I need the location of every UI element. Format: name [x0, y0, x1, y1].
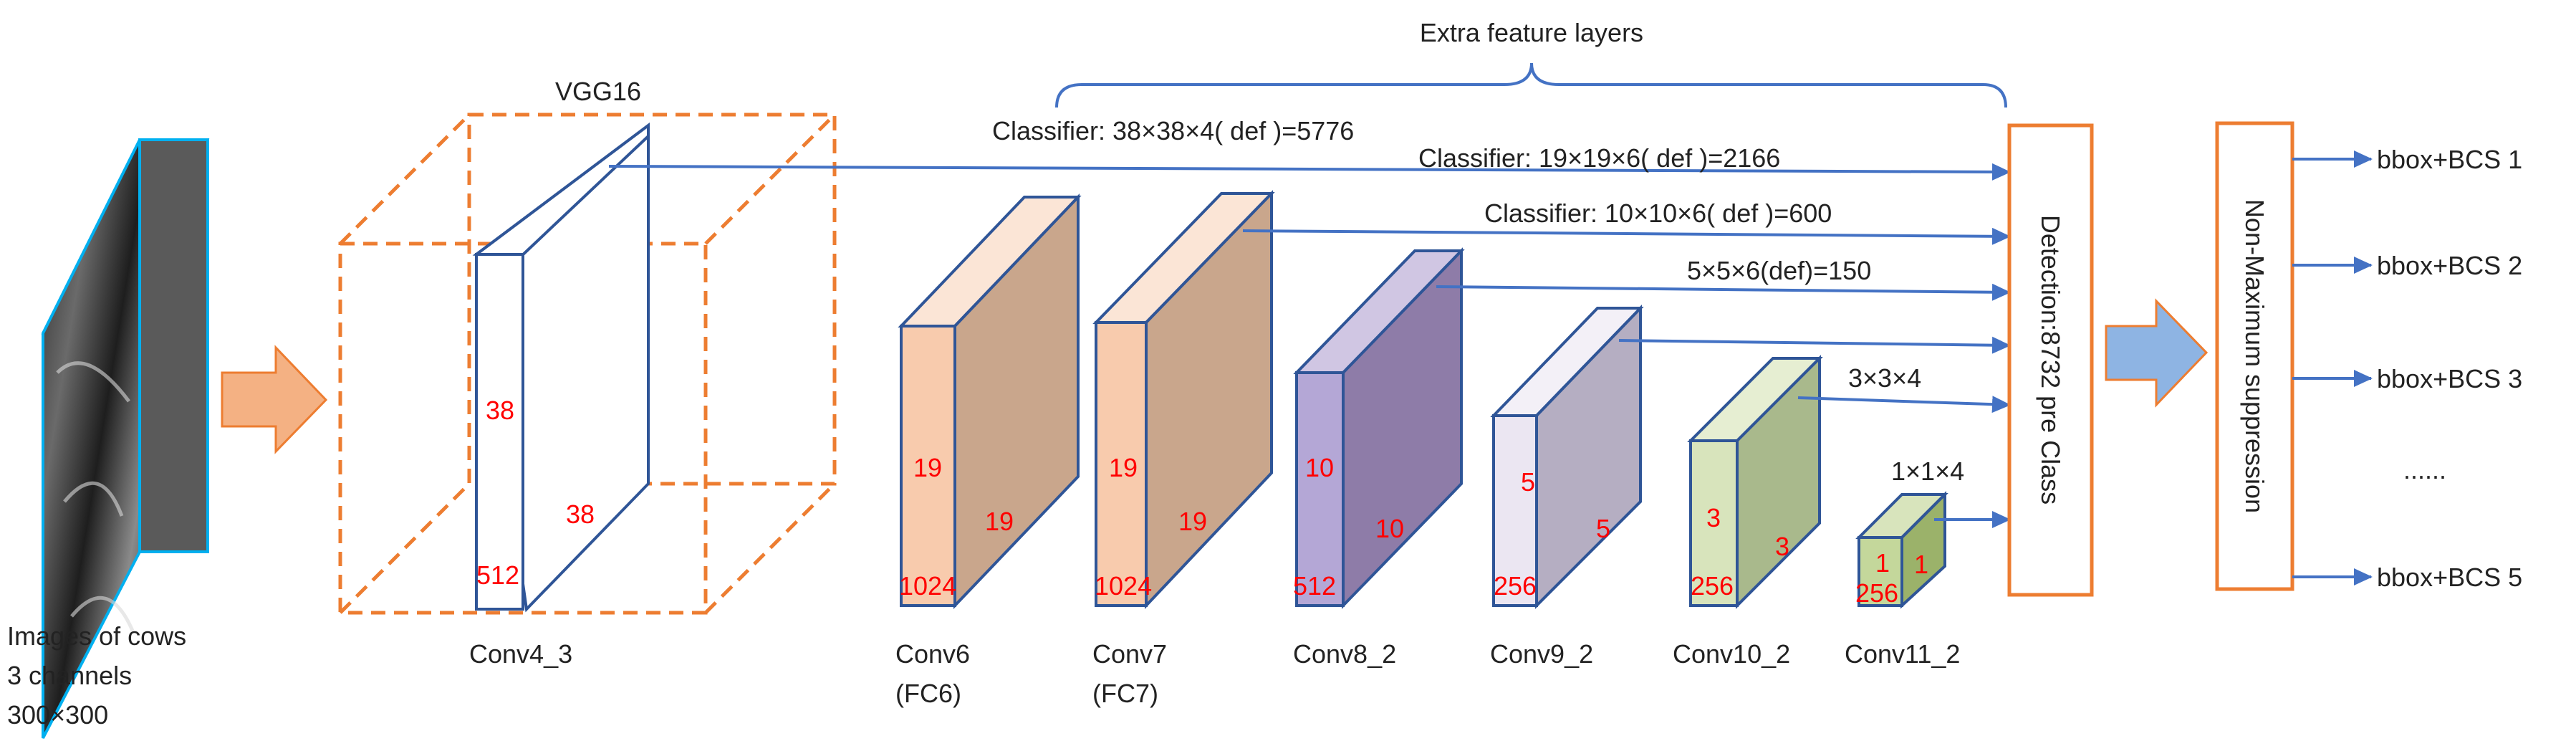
conv11-2-height: 1: [1875, 548, 1890, 578]
classifier-label-conv4-3: Classifier: 38×38×4( def )=5776: [992, 116, 1354, 145]
conv11-2-label: Conv11_2: [1845, 639, 1960, 669]
classifier-label-conv8-2: Classifier: 10×10×6( def )=600: [1484, 199, 1832, 228]
detection-box: [2007, 123, 2094, 597]
conv9-2-height: 5: [1521, 467, 1535, 497]
conv7-label: Conv7: [1092, 639, 1167, 669]
conv9-2-label: Conv9_2: [1490, 639, 1593, 669]
output-label-3: bbox+BCS 3: [2377, 364, 2522, 393]
classifier-arrow-conv7: [1242, 227, 2011, 245]
conv10-2-label: Conv10_2: [1673, 639, 1790, 669]
classifier-label-conv9-2: 5×5×6(def)=150: [1687, 256, 1871, 285]
conv11-2-width: 1: [1914, 550, 1928, 579]
conv10-2-width: 3: [1775, 532, 1789, 561]
conv4-3-block: [472, 123, 650, 613]
input-image-stack: [41, 138, 210, 739]
conv9-2-block: [1490, 305, 1644, 609]
classifier-arrow-conv10-2: [1797, 396, 2011, 413]
conv11-2-block: [1855, 491, 1948, 609]
conv8-2-block: [1293, 247, 1465, 609]
classifier-arrow-conv8-2: [1436, 283, 2011, 301]
vgg16-dashed-cube: [338, 113, 837, 615]
conv10-2-height: 3: [1706, 503, 1721, 532]
conv8-2-width: 10: [1375, 514, 1404, 543]
conv8-2-label: Conv8_2: [1293, 639, 1396, 669]
input-caption-line3: 300×300: [7, 700, 108, 730]
output-label-2: bbox+BCS 2: [2377, 251, 2522, 280]
nms-box: [2215, 121, 2294, 591]
input-caption-line1: Images of cows: [7, 621, 186, 651]
conv4-3-depth: 512: [476, 560, 519, 590]
conv6-sublabel: (FC6): [895, 679, 961, 708]
classifier-label-conv7: Classifier: 19×19×6( def )=2166: [1418, 143, 1780, 173]
conv6-width: 19: [985, 507, 1014, 536]
conv7-width: 19: [1178, 507, 1207, 536]
conv8-2-height: 10: [1305, 453, 1334, 482]
detection-label: Detection:8732 pre Class: [2036, 215, 2065, 505]
classifier-label-conv11-2: 1×1×4: [1891, 456, 1964, 486]
conv6-block: [898, 193, 1082, 609]
classifier-arrow-conv9-2: [1618, 336, 2011, 354]
input-image-texture: [56, 361, 135, 632]
conv6-depth: 1024: [899, 571, 956, 601]
vgg16-label: VGG16: [555, 77, 641, 106]
conv9-2-depth: 256: [1494, 571, 1537, 601]
conv7-block: [1092, 190, 1275, 610]
conv6-height: 19: [913, 453, 942, 482]
input-image-side: [138, 138, 209, 553]
output-label-5: bbox+BCS 5: [2377, 563, 2522, 592]
conv11-2-depth: 256: [1855, 578, 1898, 608]
input-image-photo: [42, 139, 141, 739]
extra-feature-layers-title: Extra feature layers: [1420, 18, 1643, 47]
conv4-3-height: 38: [486, 396, 514, 425]
input-to-vgg-arrow: [221, 345, 328, 454]
conv6-label: Conv6: [895, 639, 970, 669]
conv10-2-depth: 256: [1691, 571, 1734, 601]
conv7-depth: 1024: [1095, 571, 1152, 601]
conv7-sublabel: (FC7): [1092, 679, 1158, 708]
conv7-height: 19: [1109, 453, 1138, 482]
conv10-2-block: [1687, 355, 1823, 609]
extra-feature-layers-bracket: [1055, 62, 2007, 108]
detection-to-nms-arrow: [2105, 298, 2209, 408]
conv4-3-label: Conv4_3: [469, 639, 572, 669]
classifier-label-conv10-2: 3×3×4: [1848, 363, 1921, 393]
conv4-3-width: 38: [566, 499, 595, 529]
input-caption-line2: 3 channels: [7, 661, 132, 690]
nms-label: Non-Maximum suppression: [2240, 199, 2269, 513]
output-label-1: bbox+BCS 1: [2377, 145, 2522, 174]
conv9-2-width: 5: [1596, 514, 1610, 543]
classifier-arrow-conv4-3: [608, 163, 2011, 181]
conv8-2-depth: 512: [1293, 571, 1336, 601]
output-ellipsis: ......: [2403, 455, 2446, 484]
